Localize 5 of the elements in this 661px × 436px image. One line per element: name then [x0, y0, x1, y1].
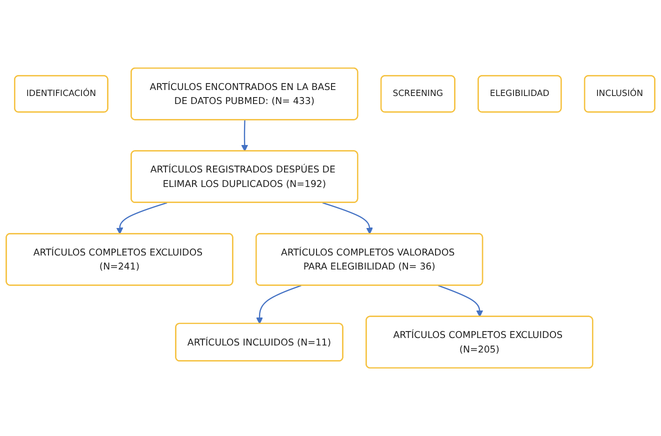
- arrow: [438, 285, 484, 318]
- arrow: [256, 285, 302, 324]
- arrow: [322, 202, 373, 234]
- arrow: [116, 202, 168, 234]
- arrow: [241, 120, 248, 152]
